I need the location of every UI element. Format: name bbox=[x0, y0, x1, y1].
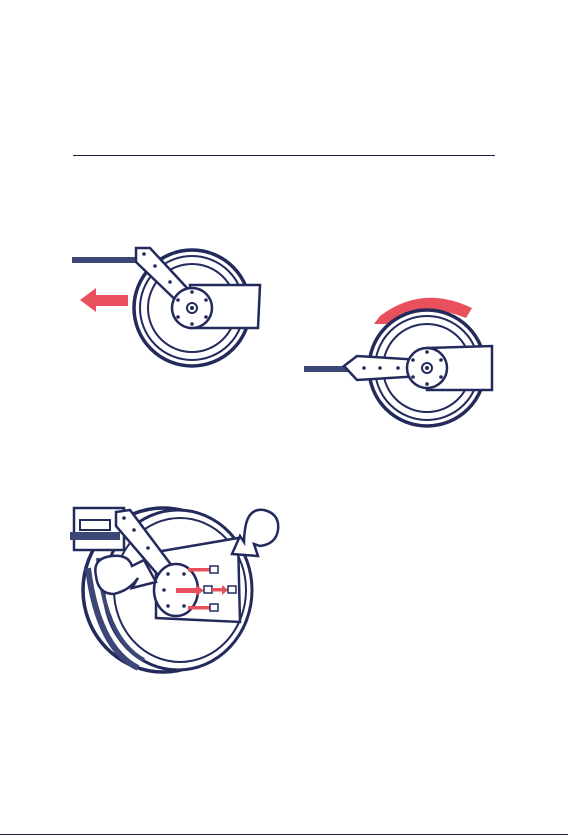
hose-reel-assembly-illustration bbox=[68, 498, 288, 678]
callout-arrow-icon bbox=[232, 510, 278, 556]
hose-icon bbox=[72, 257, 142, 263]
bottom-divider-line bbox=[0, 834, 568, 835]
figure-pull-hose bbox=[70, 240, 270, 370]
figure-rotate-reel bbox=[302, 288, 502, 430]
hose-reel-icon bbox=[344, 310, 492, 426]
pull-left-arrow-icon bbox=[80, 288, 128, 312]
top-divider-line bbox=[73, 155, 495, 156]
hose-reel-rotate-illustration bbox=[302, 288, 502, 430]
hose-reel-pull-illustration bbox=[70, 240, 270, 370]
figure-assemble-reel bbox=[68, 498, 288, 678]
hose-reel-icon bbox=[134, 248, 260, 366]
